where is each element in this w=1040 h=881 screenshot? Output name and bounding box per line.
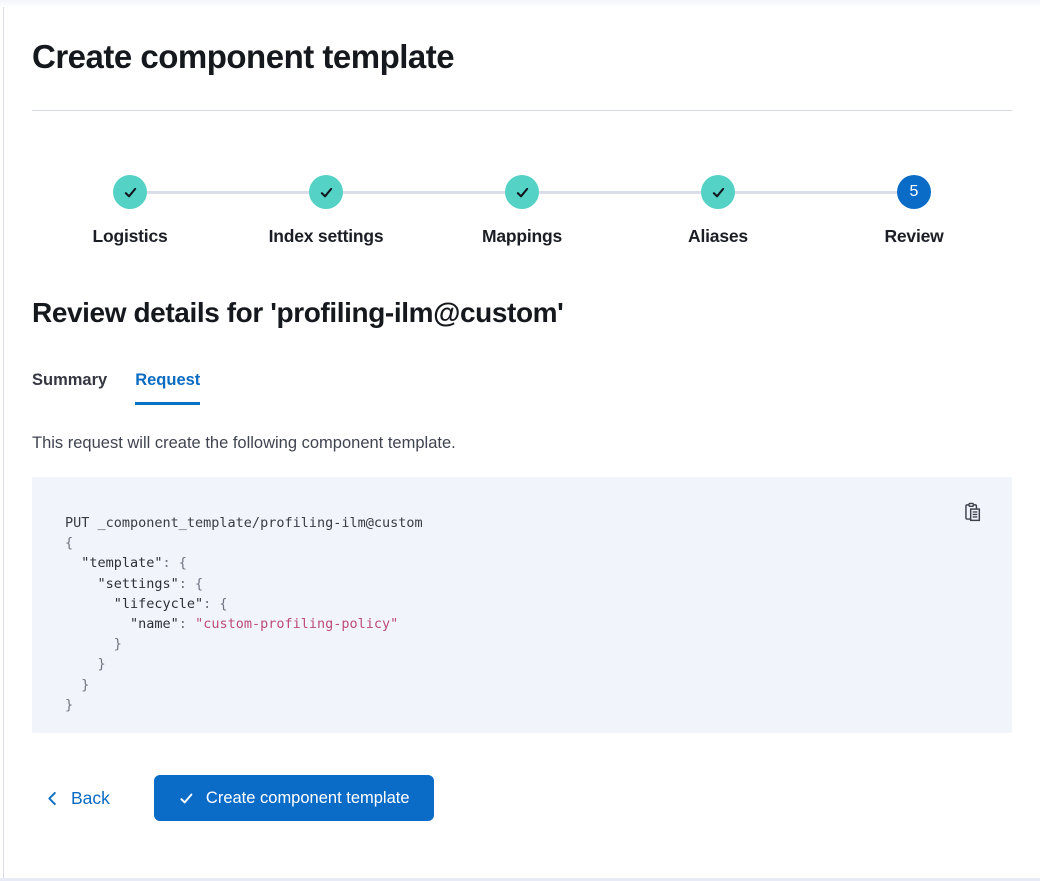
code-punct: : { [162,555,187,572]
code-string-value: "custom-profiling-policy" [195,616,399,633]
code-punct: : { [178,575,204,592]
step-complete-circle [505,175,539,209]
step-review[interactable]: 5 Review [816,175,1012,247]
code-line: } [65,696,74,713]
code-line: } [65,656,106,673]
back-button[interactable]: Back [44,788,110,809]
title-divider [32,110,1012,111]
step-number: 5 [909,183,919,200]
code-line-request: PUT _component_template/profiling-ilm@cu… [65,515,423,531]
code-key: "settings" [65,575,179,592]
create-button-label: Create component template [205,788,410,807]
step-label: Aliases [688,226,748,246]
code-punct: : [178,616,196,633]
page-title: Create component template [32,38,455,75]
code-key: "lifecycle" [65,595,204,612]
step-progress: Logistics Index settings Mappings Aliase… [32,175,1012,247]
code-key: "name" [65,616,179,633]
step-aliases[interactable]: Aliases [620,175,816,247]
window-top-edge [0,0,1040,7]
page-content: Create component template Logistics Inde… [32,38,1012,822]
step-label: Review [884,226,944,246]
review-heading: Review details for 'profiling-ilm@custom… [32,297,564,328]
code-line: } [65,676,90,693]
step-label: Logistics [92,226,168,246]
step-index-settings[interactable]: Index settings [228,175,424,247]
step-complete-circle [701,175,735,209]
tab-request[interactable]: Request [135,371,201,405]
step-current-circle: 5 [897,175,931,209]
window-bottom-edge [0,878,1040,881]
step-logistics[interactable]: Logistics [32,175,228,247]
request-description: This request will create the following c… [32,434,456,452]
footer-actions: Back Create component template [32,775,1012,822]
check-icon [124,187,136,197]
code-line: { [65,535,74,552]
step-complete-circle [309,175,343,209]
code-line: } [65,636,122,653]
copy-to-clipboard-button[interactable] [960,500,984,524]
create-component-template-button[interactable]: Create component template [153,775,434,822]
request-code-text: PUT _component_template/profiling-ilm@cu… [65,513,942,715]
step-complete-circle [113,175,147,209]
check-icon [180,793,193,803]
window-left-border [3,7,4,881]
step-label: Index settings [268,226,384,246]
back-button-label: Back [71,787,110,808]
code-key: "template" [65,555,163,572]
check-icon [516,187,528,197]
chevron-left-icon [48,791,56,805]
step-mappings[interactable]: Mappings [424,175,620,247]
review-tabs: Summary Request [32,371,1012,405]
check-icon [320,187,332,197]
check-icon [712,187,724,197]
request-code-block: PUT _component_template/profiling-ilm@cu… [32,477,1012,734]
tab-summary[interactable]: Summary [32,371,107,405]
code-punct: : { [203,595,228,612]
step-label: Mappings [481,226,563,246]
copy-clipboard-icon [964,502,980,521]
